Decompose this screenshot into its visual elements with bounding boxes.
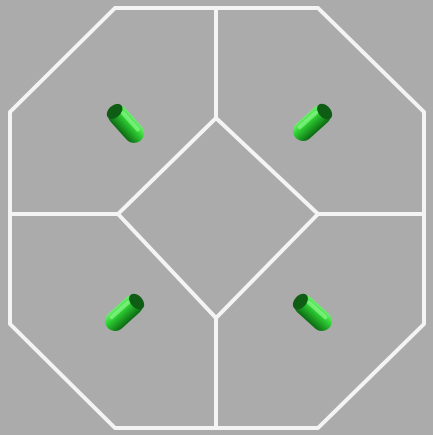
- game-board: [0, 0, 433, 435]
